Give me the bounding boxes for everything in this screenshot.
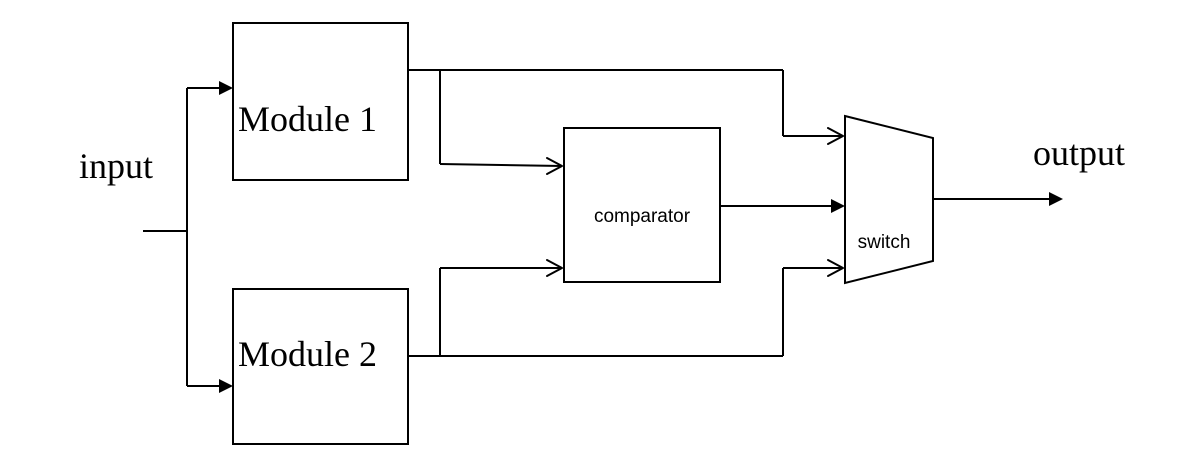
module-2-label: Module 2	[238, 334, 377, 374]
comparator-box	[563, 127, 721, 283]
switch-label: switch	[858, 232, 911, 253]
module-1-label: Module 1	[238, 99, 377, 139]
input-label: input	[79, 146, 153, 186]
module-1-box	[232, 22, 409, 181]
output-label: output	[1033, 133, 1125, 173]
comparator-label: comparator	[594, 206, 691, 227]
input-connector	[143, 81, 233, 393]
comparator-to-switch-wire	[720, 199, 845, 213]
switch-shape	[844, 114, 934, 285]
module-2-box	[232, 288, 409, 445]
module-1-output-wires	[408, 69, 844, 175]
module-2-output-wires	[408, 259, 844, 357]
output-wire	[933, 192, 1063, 206]
